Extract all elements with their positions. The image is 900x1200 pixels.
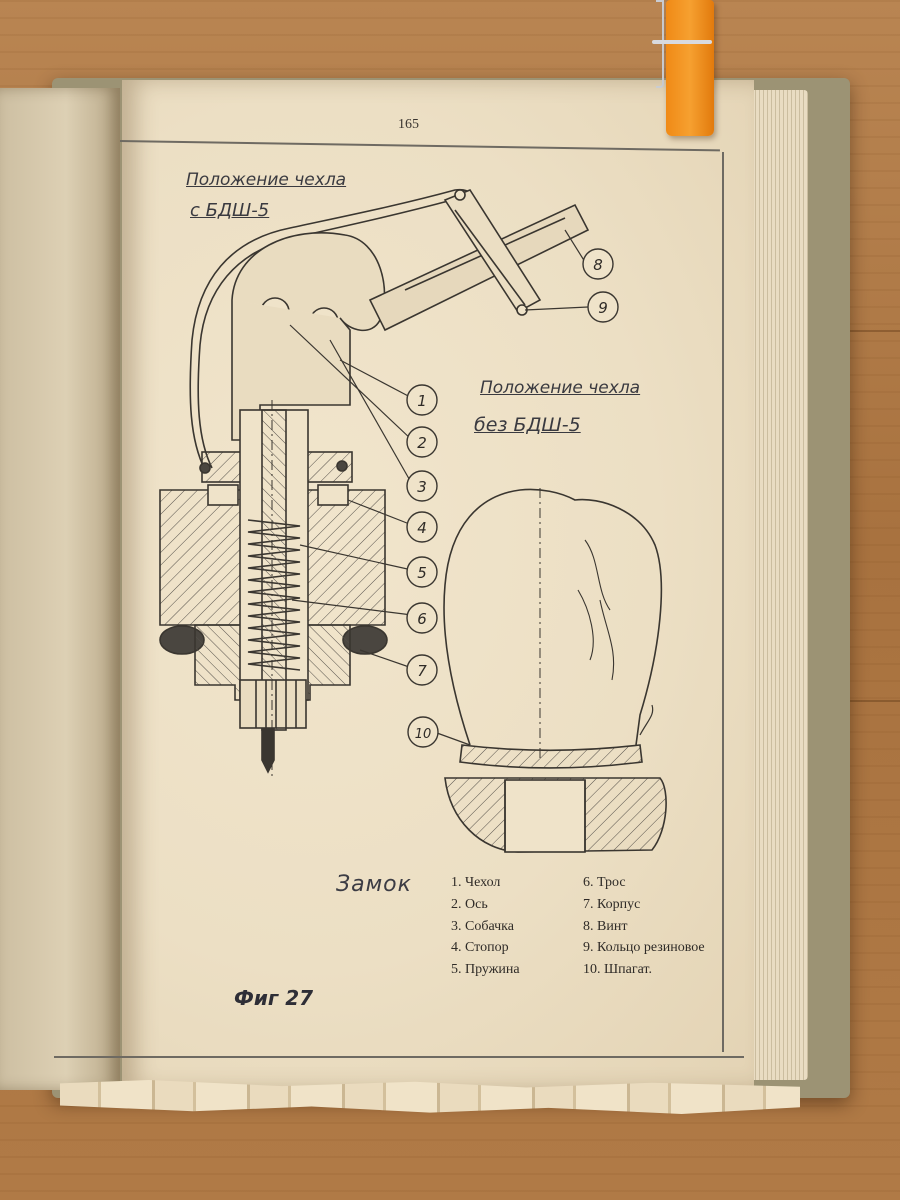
- legend-item: 7. Корпус: [583, 896, 641, 912]
- leader-lines: [289, 229, 589, 746]
- legend-item: 4. Стопор: [451, 940, 509, 956]
- legend-item: 5. Пружина: [451, 962, 520, 978]
- callout-8: 8: [593, 256, 603, 274]
- legend-item: 10. Шпагат.: [583, 962, 652, 978]
- legend-column-2: 6. Трос 7. Корпус 8. Винт 9. Кольцо рези…: [583, 872, 705, 981]
- callout-6: 6: [417, 610, 427, 628]
- label-without-bdsh-line2: без БДШ-5: [474, 414, 581, 436]
- legend-item: 9. Кольцо резиновое: [583, 940, 705, 956]
- page-frame-right: [722, 152, 724, 1052]
- lock-assembly-drawing: [159, 188, 590, 780]
- label-without-bdsh-line1: Положение чехла: [480, 378, 641, 398]
- figure-caption: Замок: [336, 872, 412, 897]
- callout-4: 4: [417, 519, 427, 537]
- cover-without-bdsh-drawing: [443, 488, 667, 853]
- label-with-bdsh-line1: Положение чехла: [186, 170, 347, 190]
- left-page: [0, 88, 120, 1090]
- callout-2: 2: [417, 434, 427, 452]
- page-number: 165: [398, 117, 419, 132]
- callout-5: 5: [417, 564, 427, 582]
- page-frame-bottom: [54, 1056, 744, 1058]
- callout-10: 10: [415, 727, 432, 742]
- legend-item: 6. Трос: [583, 875, 626, 890]
- legend-item: 2. Ось: [451, 896, 488, 912]
- figure-label: Фиг 27: [234, 986, 314, 1010]
- legend-item: 8. Винт: [583, 918, 628, 934]
- callout-3: 3: [417, 478, 427, 496]
- binder-clip: [652, 0, 714, 136]
- callout-1: 1: [417, 392, 427, 410]
- legend-item: 3. Собачка: [451, 918, 514, 934]
- callout-7: 7: [417, 662, 427, 680]
- callout-9: 9: [598, 299, 608, 317]
- legend-item: 1. Чехол: [451, 875, 501, 890]
- clip-wire: [656, 0, 664, 88]
- worn-page-edge: [60, 1080, 800, 1114]
- callout-circles: [406, 248, 619, 748]
- clip-bar: [652, 40, 712, 44]
- clip-body: [666, 0, 714, 136]
- callout-numbers: 1 2 3 4 5 6 7 8 9 10: [415, 256, 608, 742]
- legend-column-1: 1. Чехол 2. Ось 3. Собачка 4. Стопор 5. …: [451, 872, 520, 981]
- label-with-bdsh-line2: с БДШ-5: [190, 200, 270, 221]
